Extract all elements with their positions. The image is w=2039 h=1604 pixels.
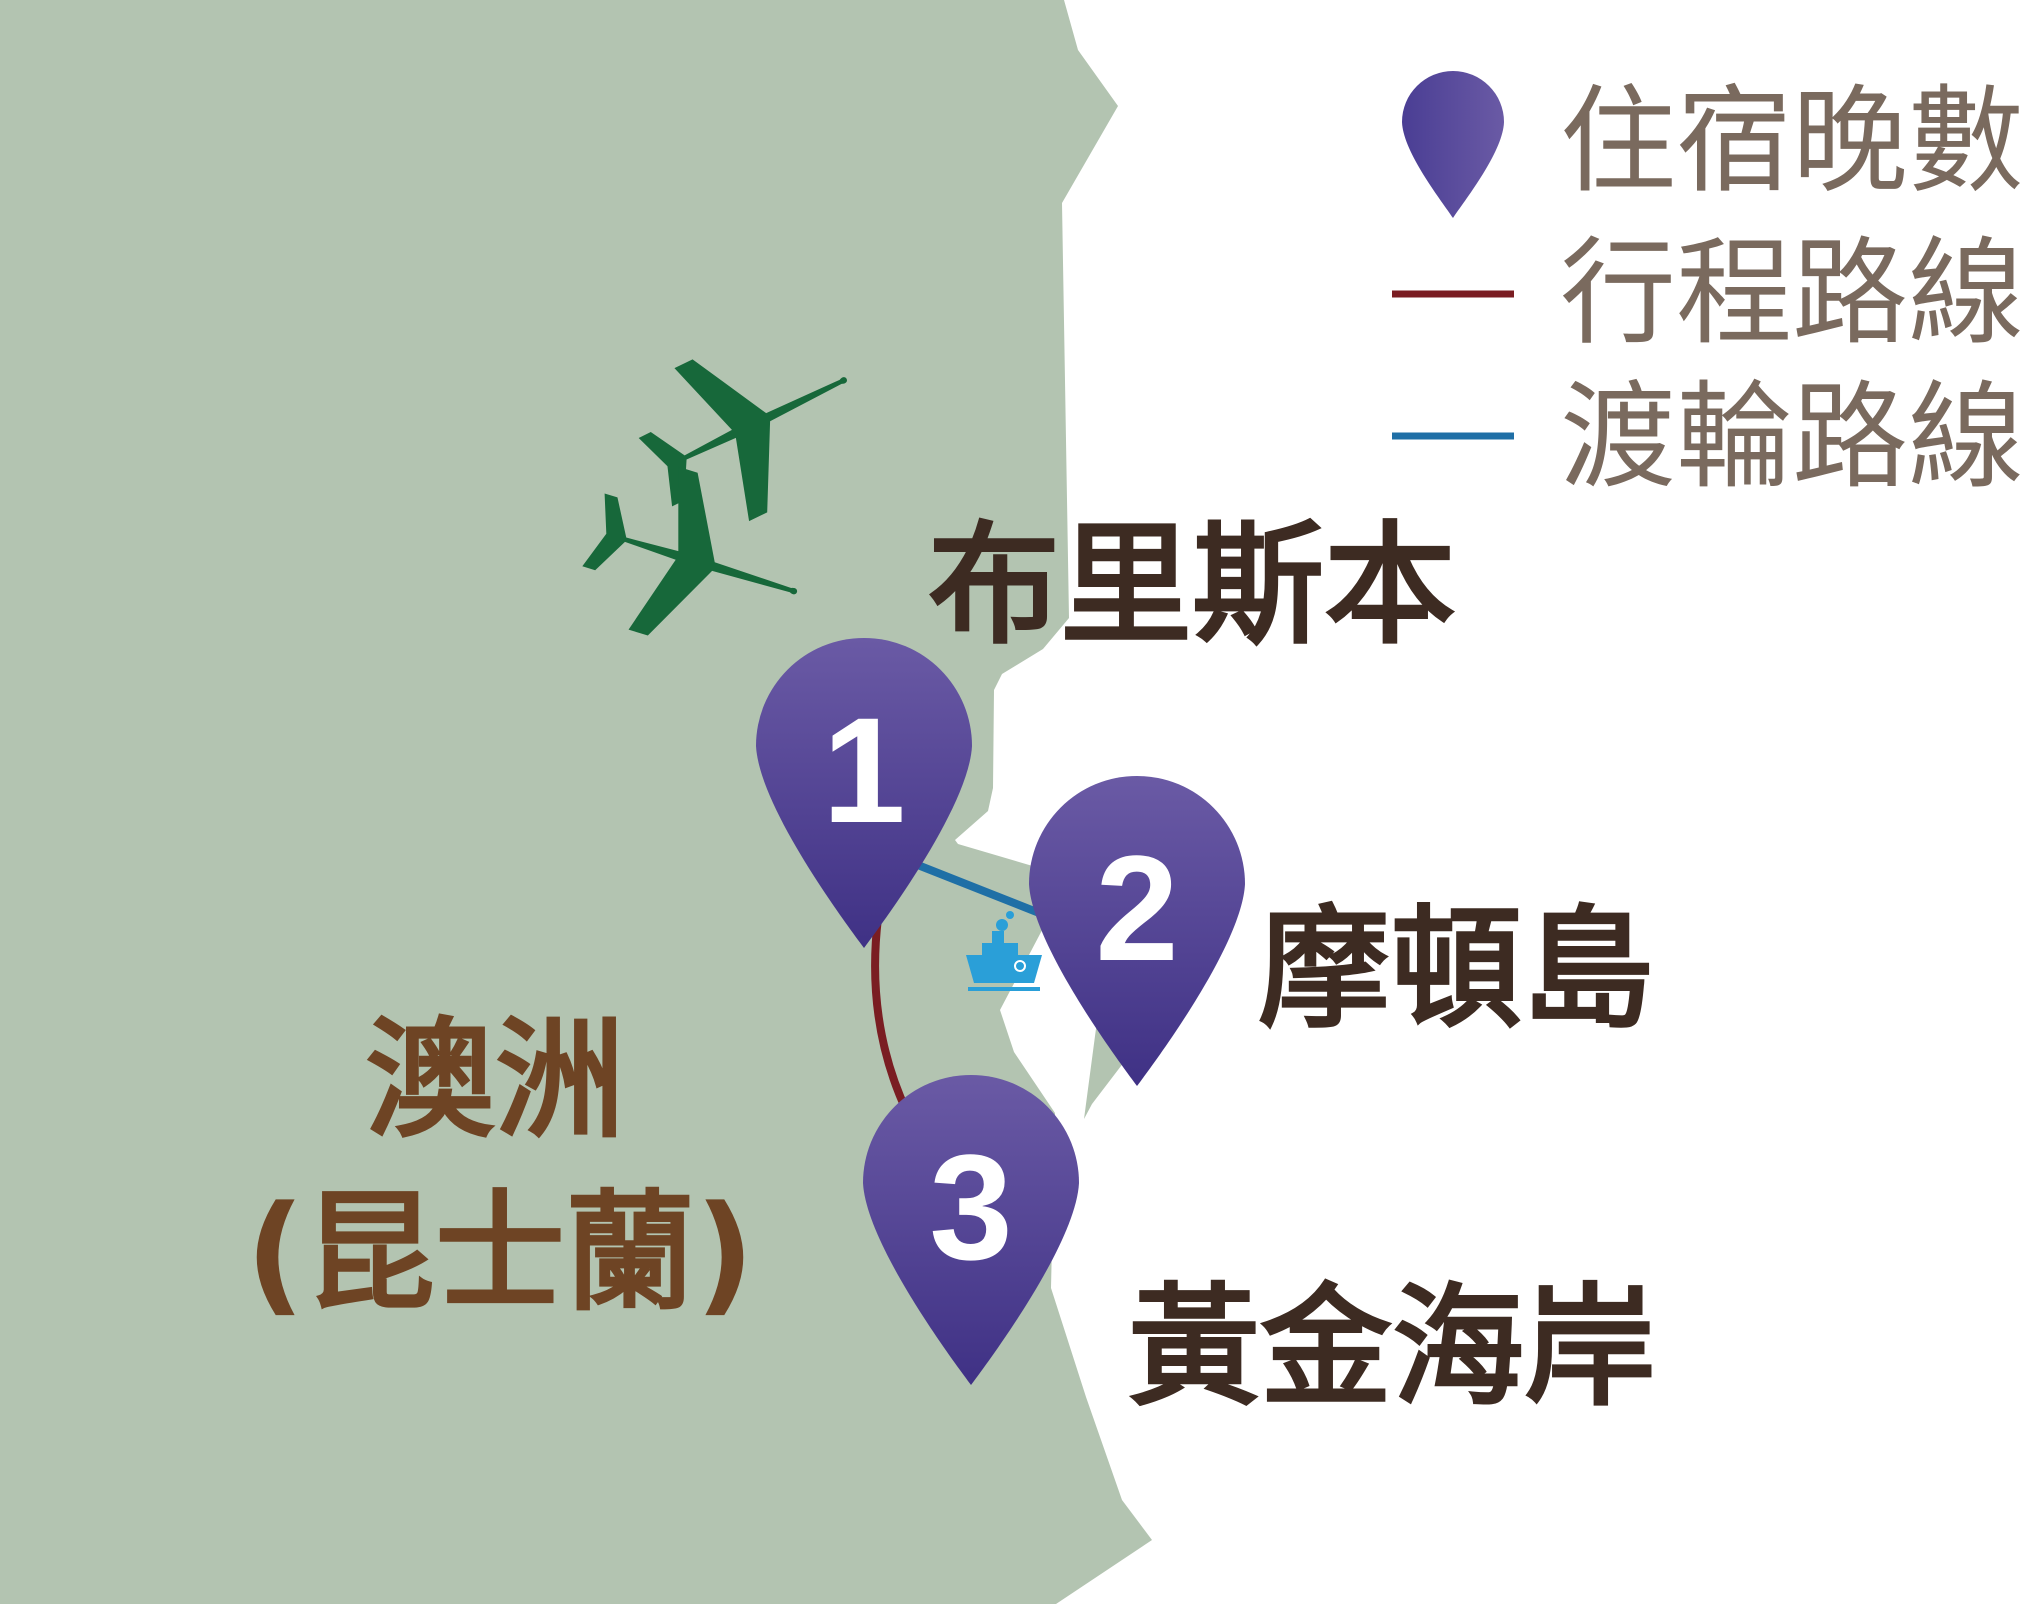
region-label-line2: (昆士蘭) — [245, 1177, 755, 1329]
legend-label-ferry-route: 渡輪路線 — [1560, 370, 2024, 505]
place-label-brisbane: 布里斯本 — [928, 509, 1456, 663]
itinerary-route — [871, 917, 911, 1114]
place-label-gold-coast: 黃金海岸 — [1128, 1271, 1656, 1425]
ferry-boat-icon — [966, 911, 1042, 991]
pin-number-3: 3 — [929, 1123, 1013, 1291]
pin-number-2: 2 — [1095, 824, 1179, 992]
legend-label-nights: 住宿晚數 — [1560, 74, 2024, 209]
legend-label-itinerary-route: 行程路線 — [1560, 226, 2024, 361]
ferry-route — [893, 852, 1064, 926]
place-label-moreton-island: 摩頓島 — [1258, 893, 1654, 1047]
region-label-line1: 澳洲 — [364, 1004, 625, 1156]
mainland — [0, 0, 1152, 1604]
pin-number-1: 1 — [822, 686, 906, 854]
map-pin-icon — [1402, 71, 1504, 218]
